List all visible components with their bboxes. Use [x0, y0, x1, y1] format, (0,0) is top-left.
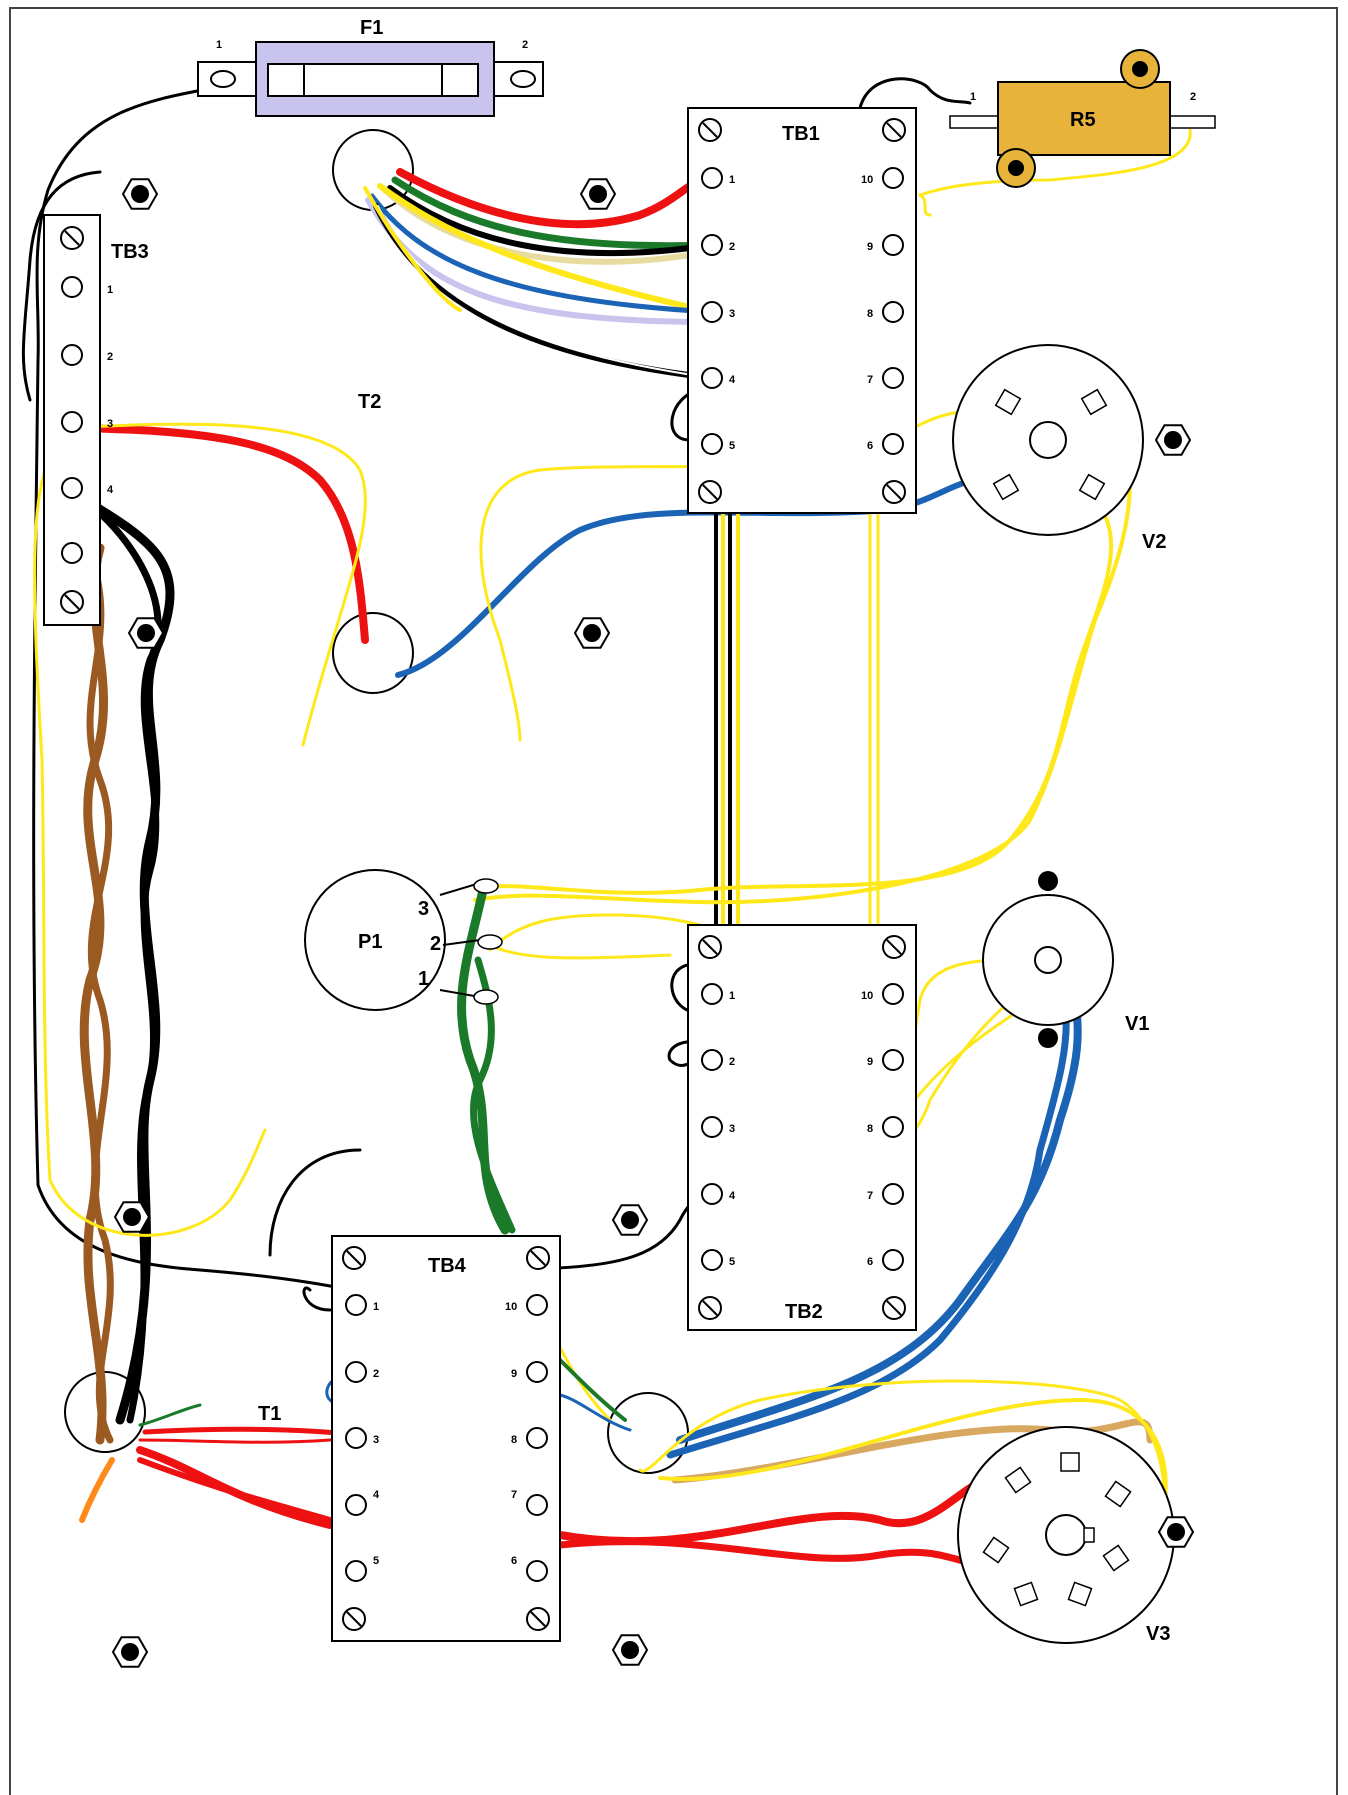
tb2-pin: 7 [867, 1190, 873, 1202]
tb3-pin: 2 [107, 351, 113, 363]
tube-socket-v2: V2 [952, 344, 1166, 553]
tb2-pin: 5 [729, 1256, 735, 1268]
hex-nut-icon [574, 617, 610, 649]
terminal-block-tb4: TB4 1 2 3 4 5 10 9 8 7 6 [331, 1235, 561, 1642]
tube-v3-label: V3 [1146, 1623, 1170, 1645]
terminal-block-tb3: TB3 1 2 3 4 [43, 214, 149, 626]
hex-nut-icon [112, 1636, 148, 1668]
pot-pin: 1 [418, 968, 429, 990]
tb4-pin: 7 [511, 1489, 517, 1501]
hex-nut-icon [114, 1201, 150, 1233]
tb3-pin: 4 [107, 484, 114, 496]
hex-nut-icon [128, 617, 164, 649]
pot-pin: 2 [430, 933, 441, 955]
resistor-pin-2: 2 [1190, 91, 1196, 103]
terminal-block-tb1: TB1 1 2 3 4 5 10 9 8 7 6 [687, 107, 917, 514]
fuse-pin-1: 1 [216, 39, 222, 51]
transformer-t2-lower [332, 612, 414, 694]
transformer-t2-label: T2 [358, 391, 381, 413]
terminal-block-tb2: TB2 1 2 3 4 5 10 9 8 7 6 [687, 924, 917, 1331]
transformer-t1-right [607, 1392, 689, 1474]
tube-v2-label: V2 [1142, 531, 1166, 553]
tb2-pin: 9 [867, 1056, 873, 1068]
tb3-pin: 3 [107, 418, 113, 430]
tb4-pin: 10 [505, 1301, 517, 1313]
pot-pin: 3 [418, 898, 429, 920]
tube-socket-v3: V3 [957, 1426, 1175, 1645]
v1-mount-bottom [1038, 1028, 1058, 1048]
tb3-pin: 1 [107, 284, 113, 296]
tb4-pin: 3 [373, 1434, 379, 1446]
tb1-pin: 7 [867, 374, 873, 386]
tb4-pin: 4 [373, 1489, 380, 1501]
hex-nut-icon [1155, 424, 1191, 456]
tb1-pin: 5 [729, 440, 735, 452]
transformer-t1-label: T1 [258, 1403, 281, 1425]
potentiometer-p1: P1 3 2 1 [304, 869, 503, 1011]
tb3-label: TB3 [111, 241, 149, 263]
fuse-label: F1 [360, 17, 383, 39]
tube-v1-label: V1 [1125, 1013, 1149, 1035]
tb1-label: TB1 [782, 123, 820, 145]
tb1-pin: 4 [729, 374, 736, 386]
tb2-pin: 8 [867, 1123, 873, 1135]
hex-nut-icon [612, 1634, 648, 1666]
tb2-pin: 4 [729, 1190, 736, 1202]
fuse-f1: F1 1 2 [197, 17, 544, 117]
tb4-pin: 2 [373, 1368, 379, 1380]
tb4-label: TB4 [428, 1255, 467, 1277]
tb1-pin: 3 [729, 308, 735, 320]
hex-nut-icon [580, 178, 616, 210]
tb2-pin: 10 [861, 990, 873, 1002]
pot-label: P1 [358, 931, 382, 953]
hex-nut-icon [1158, 1516, 1194, 1548]
tb2-pin: 6 [867, 1256, 873, 1268]
tb1-pin: 10 [861, 174, 873, 186]
tb1-pin: 1 [729, 174, 735, 186]
tb1-pin: 8 [867, 308, 873, 320]
tb4-pin: 1 [373, 1301, 379, 1313]
fuse-pin-2: 2 [522, 39, 528, 51]
tb2-pin: 3 [729, 1123, 735, 1135]
tb4-pin: 6 [511, 1555, 517, 1567]
tube-socket-v1: V1 [982, 871, 1149, 1048]
hex-nut-icon [612, 1204, 648, 1236]
tb2-pin: 1 [729, 990, 735, 1002]
resistor-pin-1: 1 [970, 91, 976, 103]
resistor-r5: R5 1 2 [949, 49, 1216, 188]
hex-nut-icon [122, 178, 158, 210]
tb4-pin: 9 [511, 1368, 517, 1380]
tb1-pin: 6 [867, 440, 873, 452]
tb2-pin: 2 [729, 1056, 735, 1068]
tb2-label: TB2 [785, 1301, 823, 1323]
tb4-pin: 5 [373, 1555, 379, 1567]
resistor-label: R5 [1070, 109, 1096, 131]
tb1-pin: 9 [867, 241, 873, 253]
v1-mount-top [1038, 871, 1058, 891]
tb1-pin: 2 [729, 241, 735, 253]
tb4-pin: 8 [511, 1434, 517, 1446]
